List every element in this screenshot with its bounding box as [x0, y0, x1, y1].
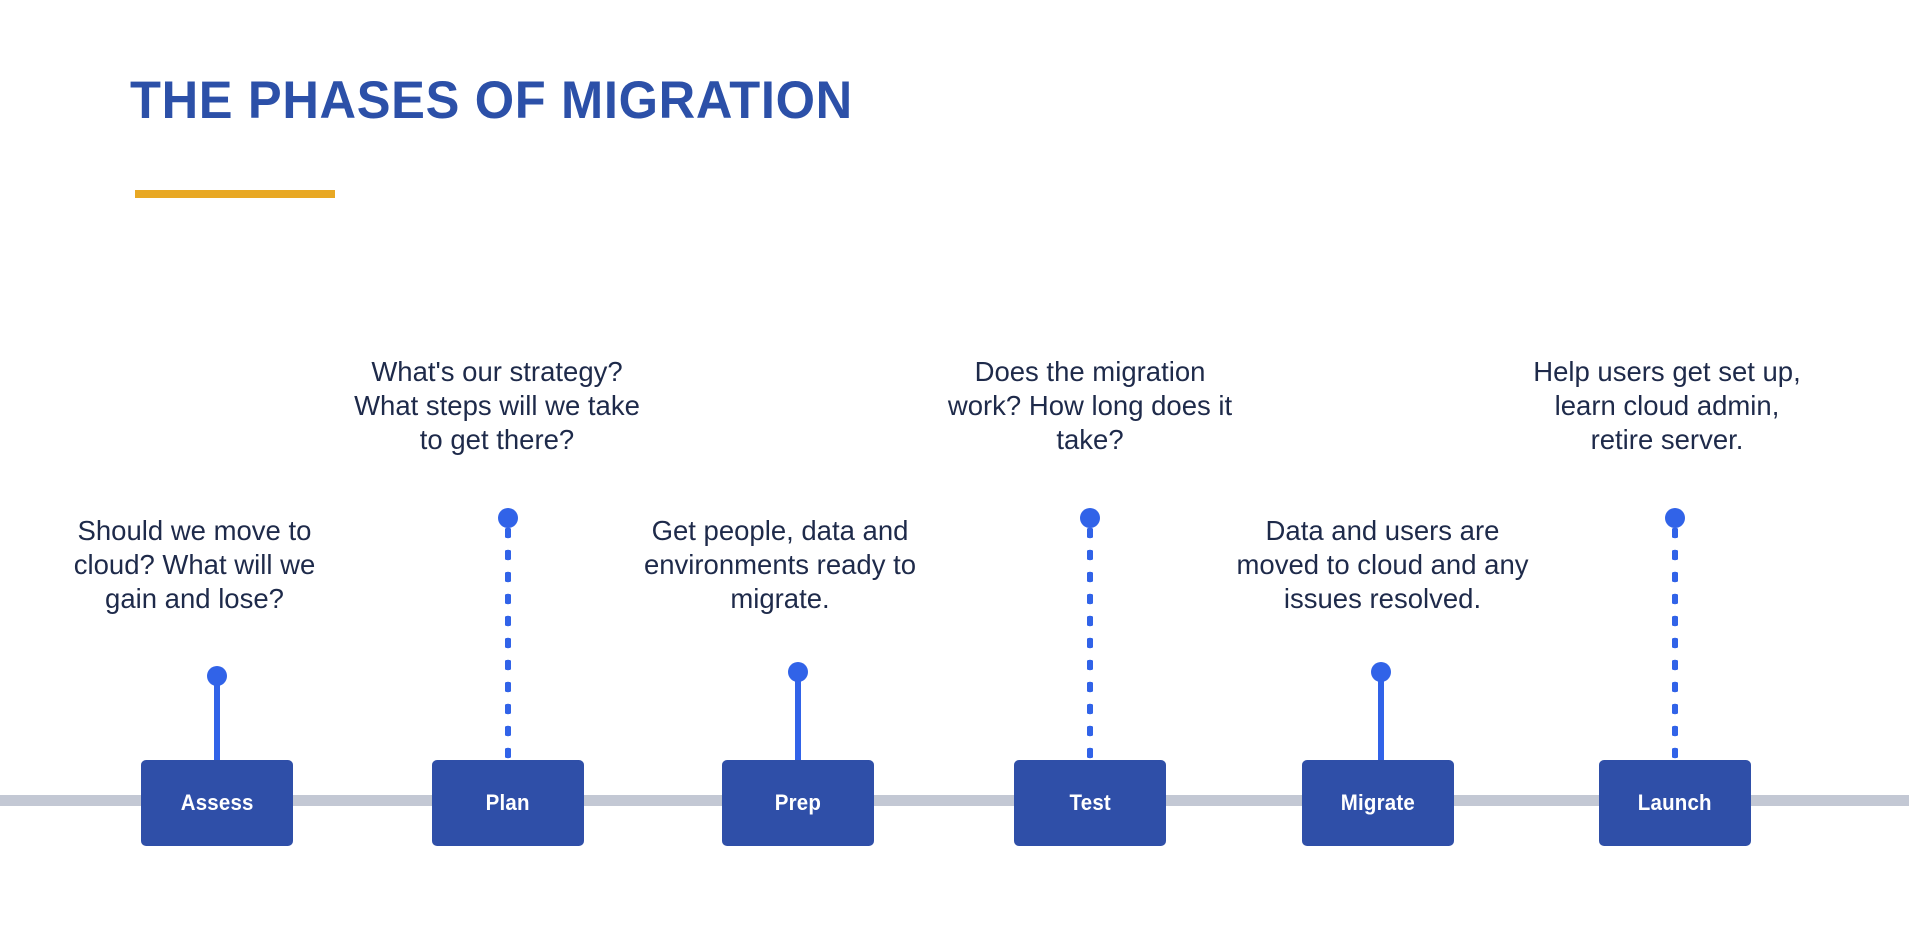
- phase-description: Get people, data and environments ready …: [643, 515, 917, 614]
- phase-node-box[interactable]: Assess: [141, 760, 293, 846]
- phase-description: Help users get set up, learn cloud admin…: [1533, 356, 1801, 455]
- phase-node-label: Launch: [1638, 790, 1712, 815]
- connector-dot-icon: [207, 666, 227, 686]
- connector-dot-icon: [1665, 508, 1685, 528]
- title-accent-bar: [135, 190, 335, 198]
- connector-stem: [1378, 672, 1384, 764]
- connector-stem: [504, 522, 512, 764]
- phase-node-label: Prep: [774, 790, 822, 815]
- phase-node-box[interactable]: Plan: [432, 760, 584, 846]
- phase-node-label: Assess: [180, 790, 254, 815]
- phase-node-label: Migrate: [1340, 790, 1416, 815]
- page-title: THE PHASES OF MIGRATION: [130, 71, 853, 130]
- phase-description: Data and users are moved to cloud and an…: [1236, 515, 1529, 614]
- phase-node-box[interactable]: Prep: [722, 760, 874, 846]
- phase-description: What's our strategy? What steps will we …: [354, 356, 640, 455]
- connector-stem: [1086, 522, 1094, 764]
- connector-dot-icon: [1080, 508, 1100, 528]
- phase-node-box[interactable]: Test: [1014, 760, 1166, 846]
- phase-node-label: Plan: [485, 790, 531, 815]
- connector-dot-icon: [1371, 662, 1391, 682]
- timeline-baseline: [0, 795, 1909, 806]
- phase-description: Should we move to cloud? What will we ga…: [73, 515, 316, 614]
- phase-node-box[interactable]: Migrate: [1302, 760, 1454, 846]
- connector-stem: [1671, 522, 1679, 764]
- connector-stem: [214, 676, 220, 764]
- connector-dot-icon: [788, 662, 808, 682]
- phase-node-label: Test: [1069, 790, 1111, 815]
- phase-node-box[interactable]: Launch: [1599, 760, 1751, 846]
- phase-description: Does the migration work? How long does i…: [947, 356, 1233, 455]
- connector-stem: [795, 672, 801, 764]
- connector-dot-icon: [498, 508, 518, 528]
